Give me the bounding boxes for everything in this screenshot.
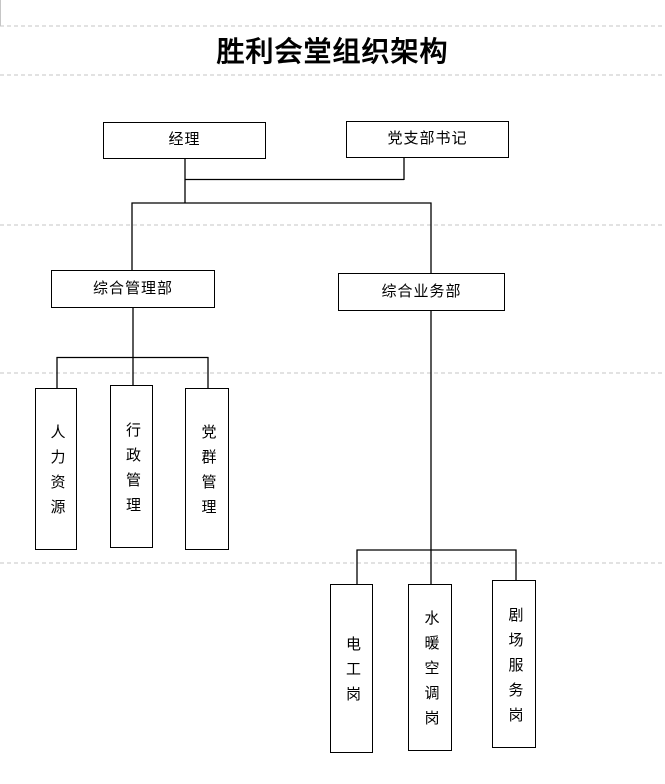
org-node-electrician[interactable]: 电工岗 [330,584,373,753]
org-node-manager[interactable]: 经理 [103,122,266,159]
org-node-dept-business[interactable]: 综合业务部 [338,273,505,311]
org-node-secretary[interactable]: 党支部书记 [346,121,509,158]
org-node-hr[interactable]: 人力资源 [35,388,77,550]
org-node-electrician-label: 电工岗 [344,636,360,711]
org-node-secretary-label: 党支部书记 [387,131,468,147]
org-node-hvac-label: 水暖空调岗 [422,610,439,735]
org-node-party-group[interactable]: 党群管理 [185,388,229,550]
org-node-hr-label: 人力资源 [48,424,65,524]
org-node-hvac[interactable]: 水暖空调岗 [408,584,452,751]
org-node-dept-management[interactable]: 综合管理部 [51,270,215,308]
org-node-admin[interactable]: 行政管理 [110,385,153,548]
org-node-manager-label: 经理 [168,132,201,148]
org-node-theater-service-label: 剧场服务岗 [506,606,523,732]
org-node-dept-management-label: 综合管理部 [92,280,173,297]
org-node-dept-business-label: 综合业务部 [381,283,462,300]
chart-title: 胜利会堂组织架构 [216,37,449,68]
org-node-party-group-label: 党群管理 [199,424,216,524]
org-node-theater-service[interactable]: 剧场服务岗 [492,580,536,748]
org-node-admin-label: 行政管理 [124,421,140,522]
